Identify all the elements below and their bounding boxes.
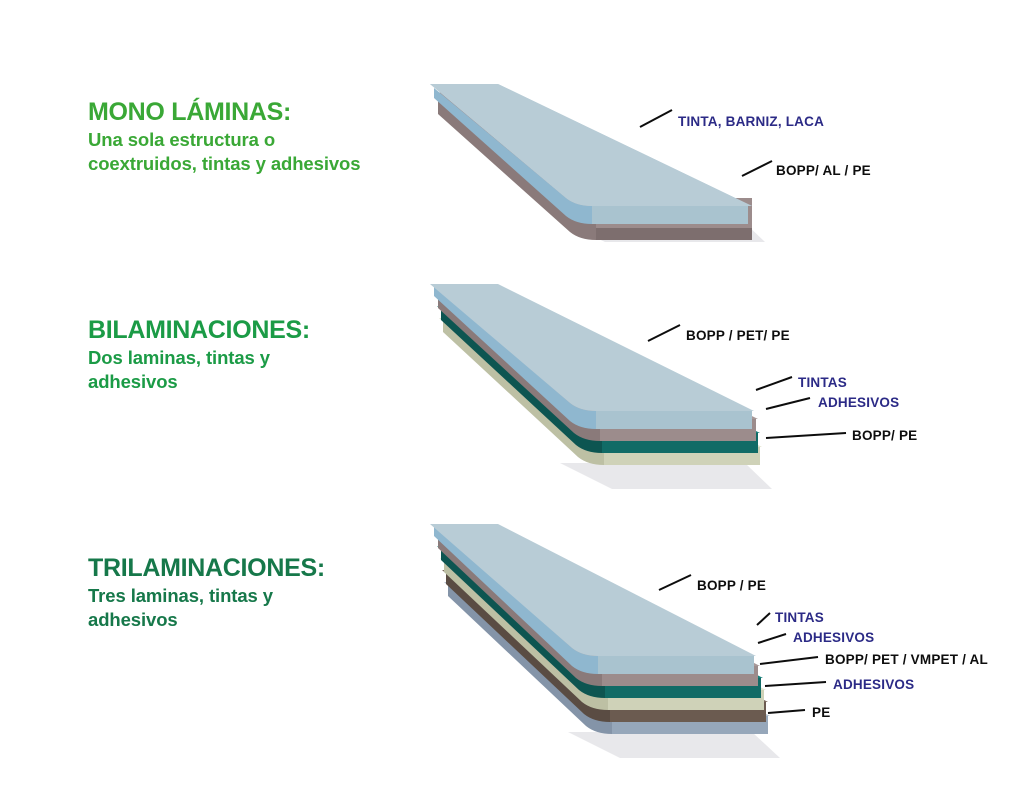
tri-callout-tintas: TINTAS — [775, 610, 824, 625]
bi-callout-bopp-pet-pe: BOPP / PET/ PE — [686, 328, 790, 343]
mono-callout-bopp: BOPP/ AL / PE — [776, 163, 871, 178]
tri-callout-bopp-pe: BOPP / PE — [697, 578, 767, 593]
bi-callout-adhesivos: ADHESIVOS — [818, 395, 900, 410]
tri-diagram — [400, 520, 1025, 770]
bi-callout-tintas: TINTAS — [798, 375, 847, 390]
mono-layer-top-film — [430, 84, 752, 224]
tri-text-block: TRILAMINACIONES: Tres laminas, tintas y … — [88, 554, 428, 631]
tri-layer-top-film — [430, 524, 756, 674]
mono-title: MONO LÁMINAS: — [88, 98, 292, 126]
tri-title: TRILAMINACIONES: — [88, 554, 325, 582]
bi-title: BILAMINACIONES: — [88, 316, 310, 344]
tri-callout-adhesivos-2: ADHESIVOS — [833, 677, 915, 692]
bi-diagram — [400, 275, 1025, 505]
bi-text-block: BILAMINACIONES: Dos laminas, tintas y ad… — [88, 316, 428, 393]
tri-shadow — [568, 732, 780, 758]
bi-subtitle-line-2: adhesivos — [88, 370, 178, 392]
tri-callout-bopp-pet-vmpet: BOPP/ PET / VMPET / AL — [825, 652, 988, 667]
bi-layer-top-film — [430, 284, 754, 429]
mono-subtitle-line-2: coextruidos, tintas y adhesivos — [88, 152, 361, 174]
tri-slab-svg — [430, 524, 780, 758]
mono-callout-tinta: TINTA, BARNIZ, LACA — [678, 114, 825, 129]
bi-slab-svg — [430, 284, 772, 489]
mono-subtitle-line-1: Una sola estructura o — [88, 129, 276, 150]
mono-text-block: MONO LÁMINAS: Una sola estructura o coex… — [88, 98, 428, 175]
bi-shadow — [560, 463, 772, 489]
mono-diagram — [400, 70, 1025, 270]
tri-subtitle-line-1: Tres laminas, tintas y — [88, 585, 273, 606]
tri-callout-adhesivos-1: ADHESIVOS — [793, 630, 875, 645]
mono-slab-svg — [430, 84, 765, 242]
bi-subtitle-line-1: Dos laminas, tintas y — [88, 347, 270, 368]
tri-subtitle-line-2: adhesivos — [88, 608, 178, 630]
tri-callout-pe: PE — [812, 705, 831, 720]
bi-callout-bopp-pe: BOPP/ PE — [852, 428, 918, 443]
